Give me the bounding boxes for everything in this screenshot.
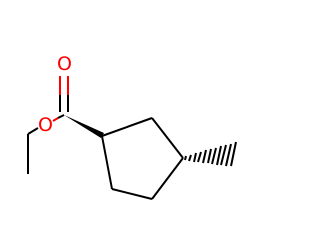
bond-ring-c2-c3 bbox=[151, 117, 184, 159]
hashed-wedge-bond-to-methyl bbox=[184, 141, 237, 167]
bond-ring-c4-c5 bbox=[111, 188, 153, 200]
bond-ring-c1-c2 bbox=[101, 117, 153, 137]
bond-ring-c5-c1 bbox=[101, 135, 113, 190]
ester-oxygen-label: O bbox=[38, 114, 53, 136]
carbonyl-oxygen-label: O bbox=[57, 53, 72, 75]
bond-methoxy-carbon-to-o1 bbox=[27, 127, 39, 135]
bond-o1-to-carbonyl-black bbox=[57, 114, 65, 119]
molecule-structure: O O bbox=[27, 53, 237, 200]
bond-ring-c3-c4 bbox=[151, 157, 184, 200]
wedge-bond-carbonyl-to-ring bbox=[64, 115, 104, 138]
bond-o1-to-carbonyl-red bbox=[52, 117, 59, 122]
